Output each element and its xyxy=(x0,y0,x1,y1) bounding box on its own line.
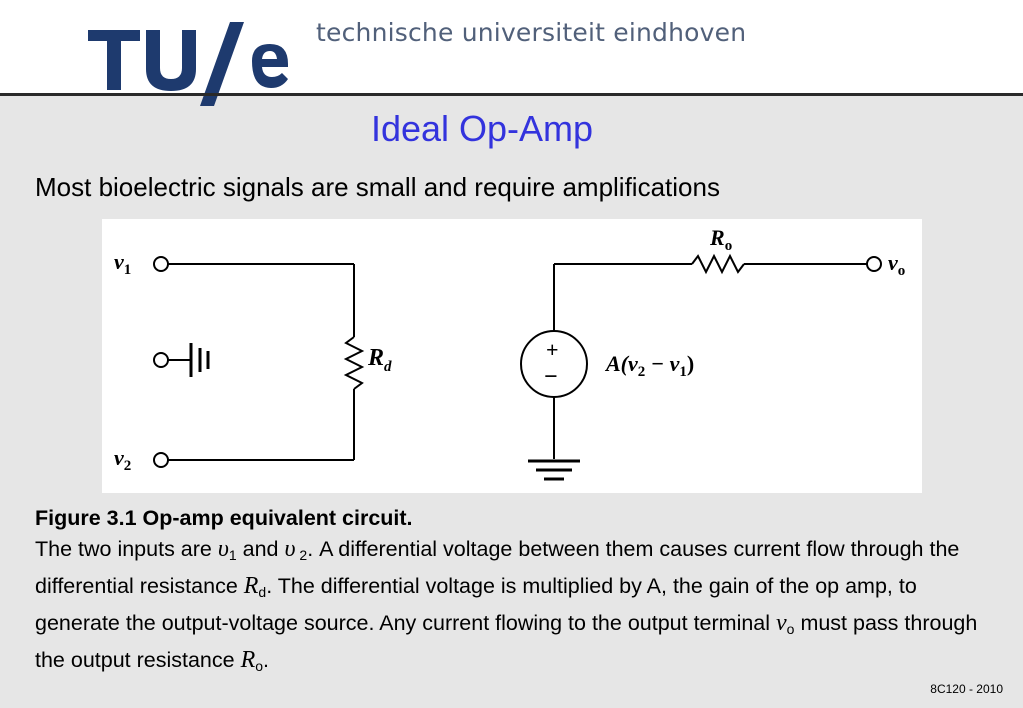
v1-label: v1 xyxy=(114,249,131,278)
footer-course-code: 8C120 - 2010 xyxy=(930,682,1003,696)
header-bar: technische universiteit eindhoven xyxy=(0,0,1023,106)
header-divider xyxy=(0,93,1023,96)
slide-subtitle: Most bioelectric signals are small and r… xyxy=(35,172,720,202)
plus-sign: + xyxy=(546,337,559,362)
university-name: technische universiteit eindhoven xyxy=(316,18,747,47)
ro-resistor xyxy=(691,253,745,275)
ground-terminal xyxy=(153,352,169,368)
v1-terminal xyxy=(153,256,169,272)
caption-title: Figure 3.1 Op-amp equivalent circuit. xyxy=(35,506,413,530)
figure-caption: Figure 3.1 Op-amp equivalent circuit. Th… xyxy=(35,503,995,682)
vo-terminal xyxy=(866,256,882,272)
gain-expression: A(v2 − v1) xyxy=(604,351,694,380)
vo-label: vo xyxy=(888,250,905,279)
circuit-figure: v1 v2 Rd Ro vo + − A(v2 − v1) xyxy=(102,219,922,493)
v2-label: v2 xyxy=(114,445,131,474)
v2-terminal xyxy=(153,452,169,468)
op-amp-circuit-diagram: v1 v2 Rd Ro vo + − A(v2 − v1) xyxy=(114,225,905,481)
ro-label: Ro xyxy=(709,225,732,254)
slide-title: Ideal Op-Amp xyxy=(370,108,594,149)
tue-logo xyxy=(88,22,288,106)
minus-sign: − xyxy=(544,364,558,390)
caption-body: The two inputs are υ1 and υ 2. A differe… xyxy=(35,536,978,674)
rd-resistor xyxy=(343,336,365,390)
rd-label: Rd xyxy=(367,345,392,375)
